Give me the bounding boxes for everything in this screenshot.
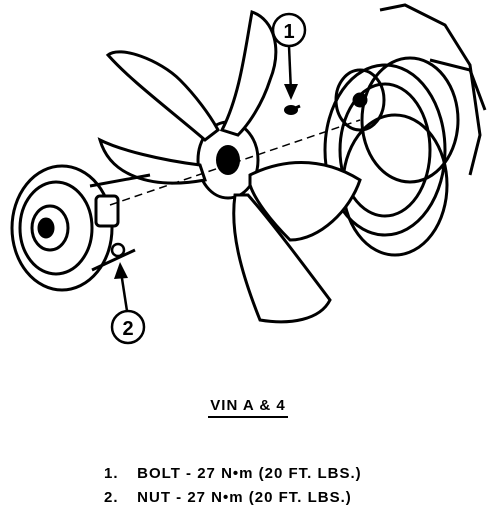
legend-item: 2. NUT - 27 N•m (20 FT. LBS.): [104, 486, 362, 510]
callout-1-label: 1: [283, 21, 294, 43]
legend-item-number: 2.: [104, 489, 119, 506]
blade-top: [219, 10, 278, 137]
legend-item: 1. BOLT - 27 N•m (20 FT. LBS.): [104, 462, 362, 486]
diagram-title: VIN A & 4: [0, 397, 496, 418]
blade-bottom: [232, 193, 332, 324]
bolt-part: [284, 104, 301, 115]
callout-2: 2: [110, 262, 146, 345]
legend-item-text: BOLT - 27 N•m (20 FT. LBS.): [137, 465, 362, 482]
fan-blades: [97, 10, 362, 324]
callout-1: 1: [271, 12, 307, 100]
legend-item-text: NUT - 27 N•m (20 FT. LBS.): [137, 489, 352, 506]
legend: 1. BOLT - 27 N•m (20 FT. LBS.) 2. NUT - …: [104, 462, 362, 510]
legend-item-number: 1.: [104, 465, 119, 482]
nut-part: [110, 242, 126, 258]
blade-upper-left: [105, 50, 220, 142]
engine-pulley-assembly: [323, 3, 487, 257]
callout-2-label: 2: [122, 318, 133, 340]
fan-hub: [196, 120, 260, 200]
diagram-title-text: VIN A & 4: [208, 397, 288, 418]
fan-assembly-illustration: 1 2: [10, 3, 487, 345]
fan-clutch-pulley: [10, 164, 151, 292]
blade-left: [97, 137, 207, 185]
blade-right: [248, 161, 362, 242]
